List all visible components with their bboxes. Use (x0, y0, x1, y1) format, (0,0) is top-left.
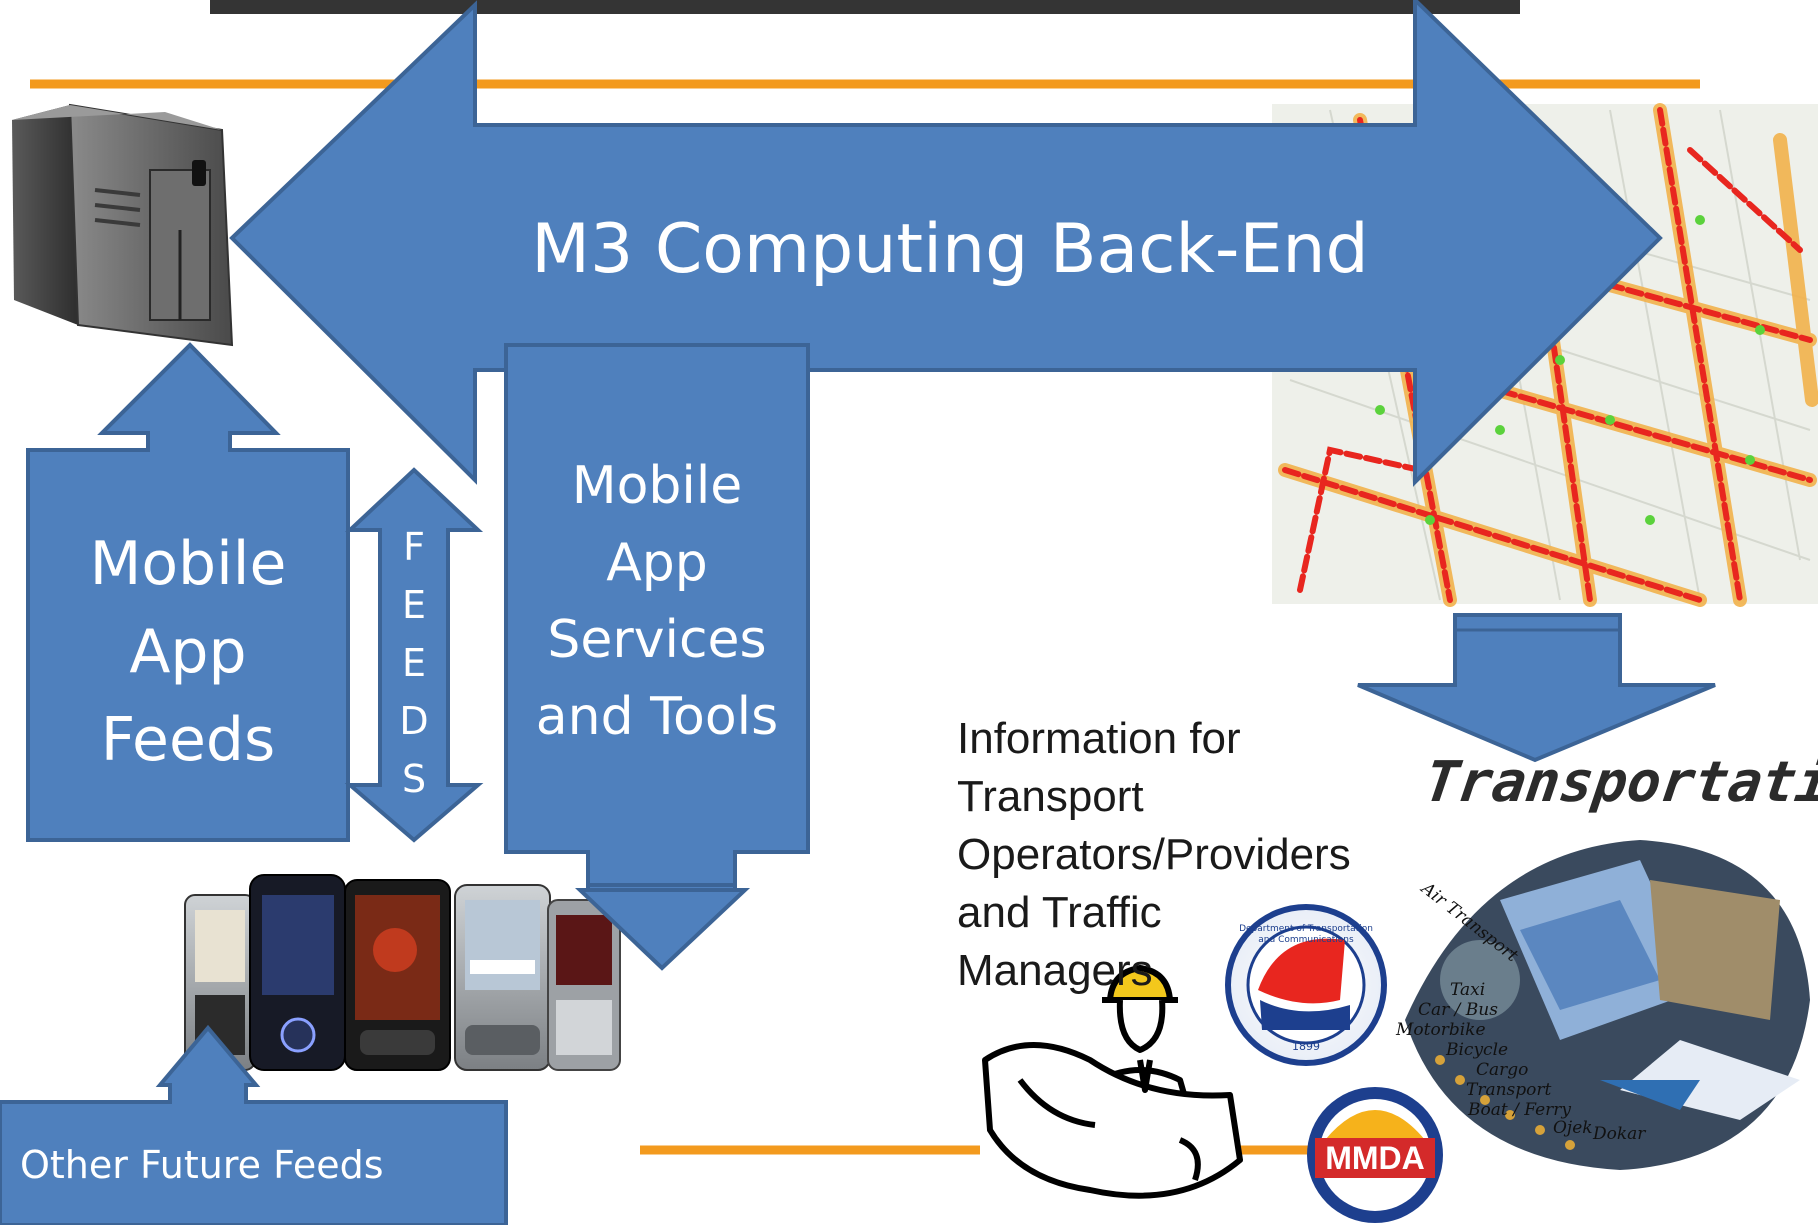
other-future-feeds-box (0, 1024, 508, 1225)
info-text-block: Information for Transport Operators/Prov… (957, 710, 1427, 1000)
services-box-line: Services (547, 610, 767, 670)
info-text-line: Information for (957, 714, 1241, 763)
transportation-title: Transportation (1420, 750, 1818, 815)
mode-label: Car / Bus (1418, 1000, 1498, 1020)
feeds-letter: S (401, 757, 427, 801)
mobile-app-feeds-box (26, 342, 350, 842)
backend-arrow-label: M3 Computing Back-End (531, 210, 1369, 289)
info-text-line: Operators/Providers (957, 830, 1351, 879)
mode-label: Cargo (1476, 1060, 1529, 1080)
traffic-manager-icon (982, 965, 1243, 1199)
feeds-box-line: App (129, 617, 247, 687)
collage-mode-labels: Air Transport Taxi Car / Bus Motorbike B… (1388, 879, 1646, 1144)
cropped-title-remnant (210, 0, 1520, 14)
feeds-double-arrow (344, 467, 484, 843)
feeds-letter: D (399, 699, 429, 743)
feeds-box-label: Mobile App Feeds (28, 520, 348, 784)
transportation-collage (1405, 840, 1810, 1170)
info-text-line: Transport (957, 772, 1144, 821)
map-down-arrow (1357, 613, 1716, 763)
mode-label: Bicycle (1446, 1040, 1509, 1060)
mobile-phones-icon (184, 874, 621, 1071)
feeds-box-line: Feeds (100, 705, 276, 775)
feeds-letter: E (401, 641, 426, 685)
mode-label: Dokar (1593, 1124, 1646, 1144)
server-tower-icon (12, 103, 234, 347)
other-future-feeds-label: Other Future Feeds (20, 1143, 384, 1187)
agency-seal-text: Department of Transportation and Communi… (1239, 924, 1373, 945)
services-box-line: Mobile (571, 456, 743, 516)
mmda-label: MMDA (1325, 1140, 1425, 1176)
services-arrow-head (574, 888, 751, 971)
agency-seal-icon (1225, 904, 1387, 1066)
feeds-box-line: Mobile (89, 529, 287, 599)
mode-label: Motorbike (1396, 1020, 1486, 1040)
feeds-arrow-letters: F E E D S (388, 518, 440, 808)
services-box-label: Mobile App Services and Tools (506, 448, 808, 756)
mmda-logo-icon (1307, 1087, 1443, 1223)
agency-seal-year: 1899 (1292, 1040, 1320, 1053)
mode-label: Transport (1466, 1080, 1552, 1100)
info-text-line: and Traffic (957, 888, 1162, 937)
mode-label: Taxi (1450, 980, 1486, 1000)
feeds-letter: E (401, 583, 426, 627)
mode-label: Boat / Ferry (1468, 1100, 1572, 1120)
services-box-line: App (606, 533, 708, 593)
services-box-line: and Tools (535, 687, 779, 747)
mode-label: Ojek (1553, 1118, 1593, 1138)
info-text-line: Managers (957, 946, 1153, 995)
feeds-letter: F (403, 525, 425, 569)
